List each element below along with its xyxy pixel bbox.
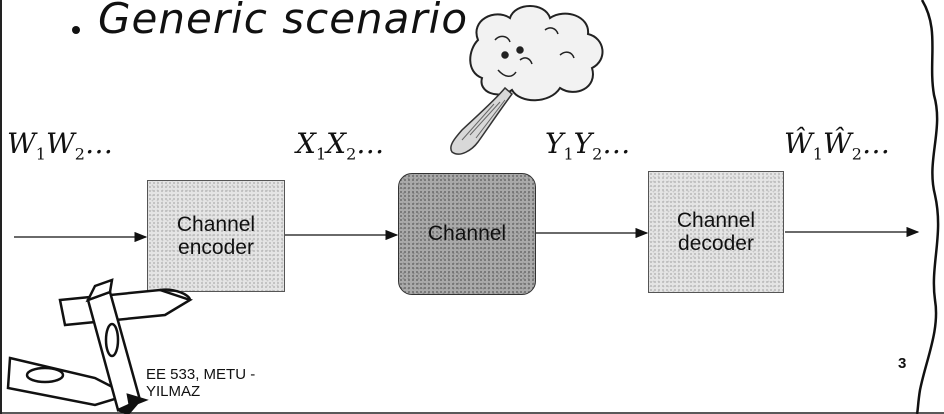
channel-block: Channel <box>398 173 536 295</box>
wavy-edge-icon <box>915 0 940 414</box>
input-symbols: W1W2… <box>7 127 113 164</box>
estimate-symbols: Ŵ1Ŵ2… <box>784 127 890 164</box>
slide-title: Generic scenario <box>98 0 469 43</box>
encoded-symbols: X1X2… <box>296 127 385 164</box>
footer-credit: EE 533, METU - YILMAZ <box>146 366 256 401</box>
title-bullet <box>72 26 80 34</box>
received-symbols: Y1Y2… <box>545 127 631 164</box>
page-number: 3 <box>898 355 907 372</box>
